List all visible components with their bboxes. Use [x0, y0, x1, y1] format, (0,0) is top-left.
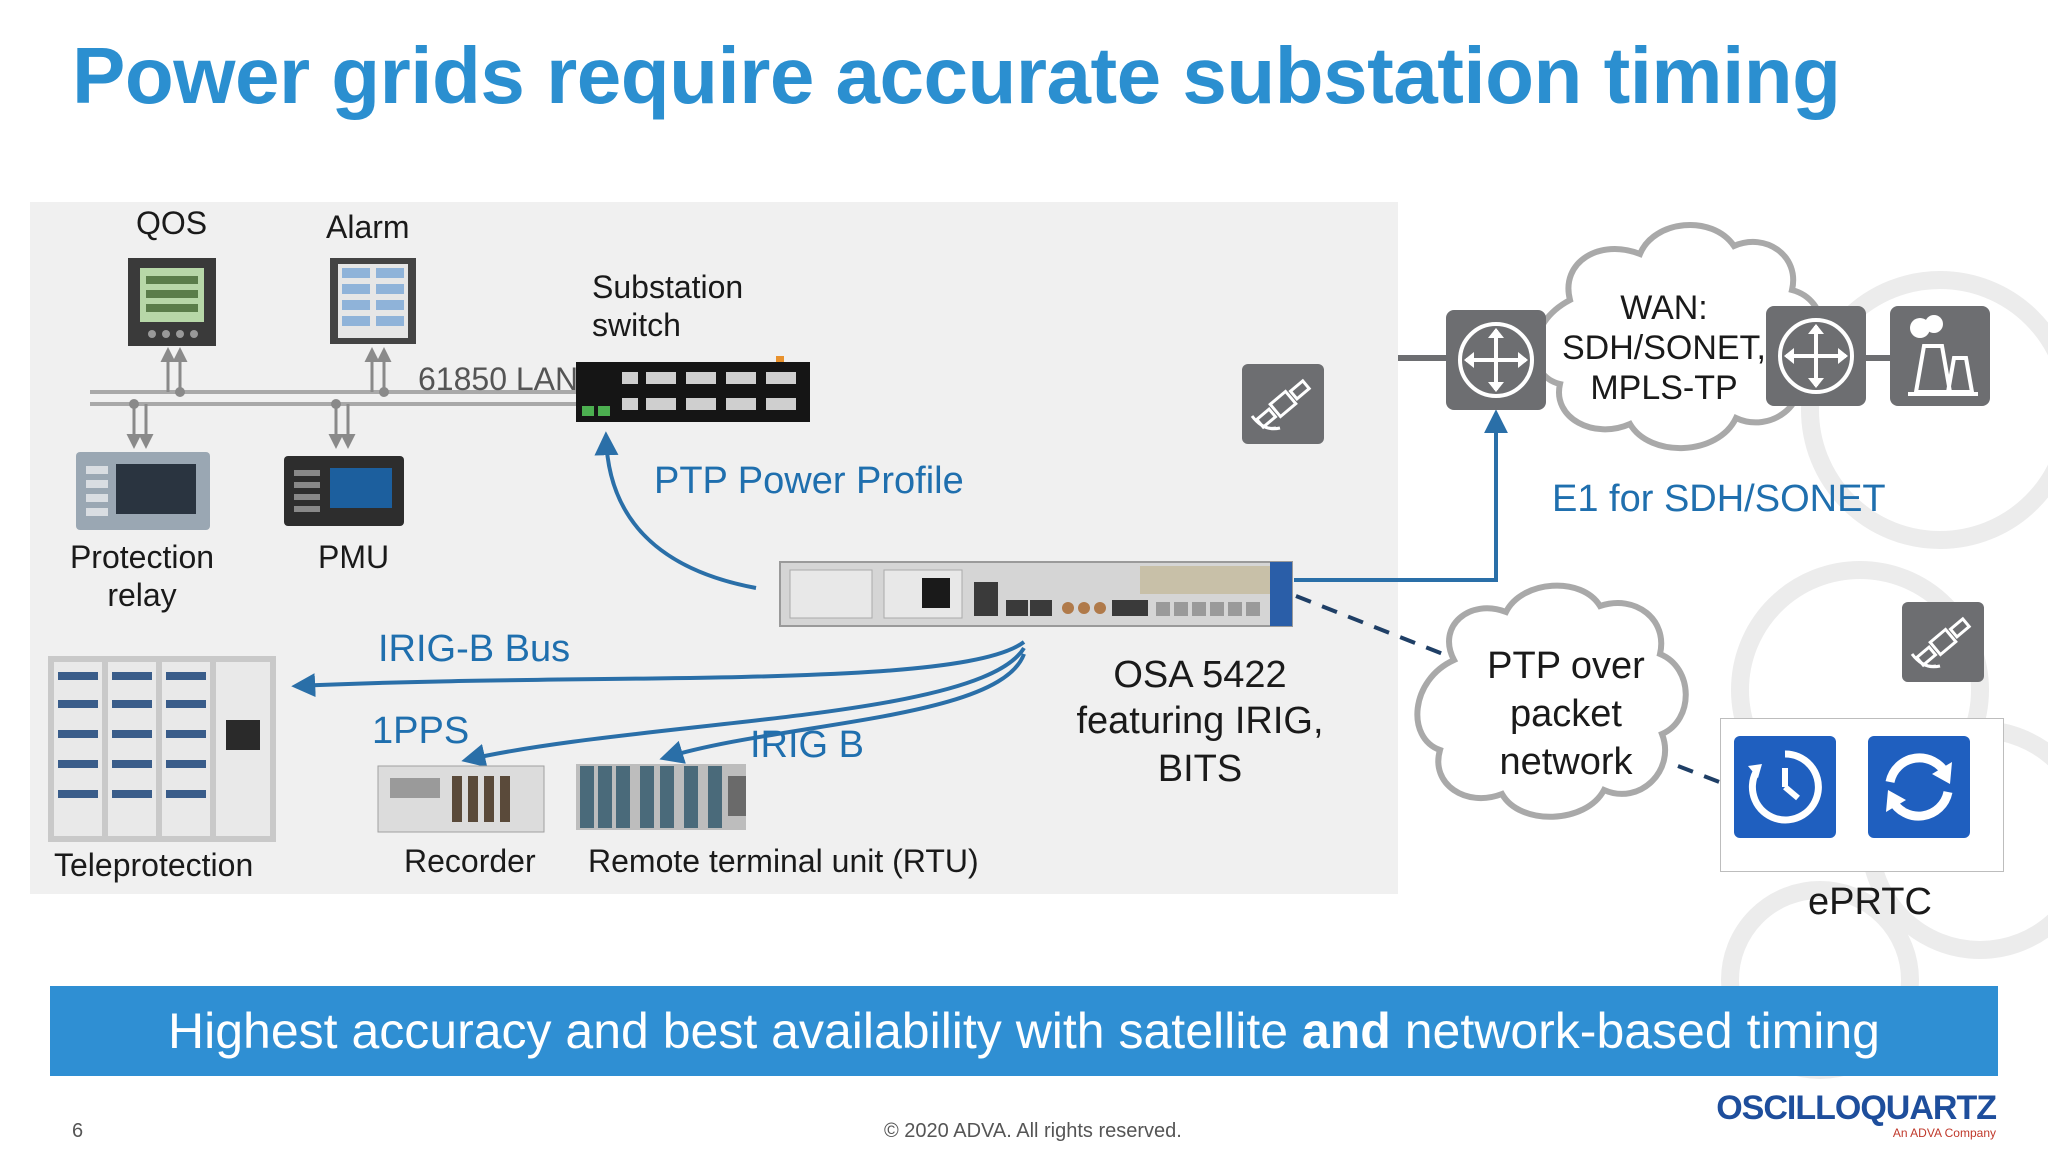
ptp-cloud-label-1: PTP over: [1487, 645, 1645, 687]
ptp-arrow: [594, 431, 757, 590]
banner-bold: and: [1301, 1003, 1391, 1059]
alarm-device: [330, 258, 416, 344]
irig-b-bus-label: IRIG-B Bus: [378, 628, 571, 670]
substation-switch-label-1: Substation: [592, 269, 744, 305]
pmu-device: [284, 456, 404, 526]
page-title: Power grids require accurate substation …: [72, 31, 1841, 120]
irig-b-label: IRIG B: [750, 724, 865, 766]
lan-label: 61850 LAN: [418, 361, 579, 397]
protection-relay-device: [76, 452, 210, 530]
clock-icon: [1734, 736, 1836, 838]
satellite-icon: [1902, 602, 1984, 682]
banner-text-2: network-based timing: [1390, 1003, 1880, 1059]
router-icon: [1766, 306, 1866, 406]
wan-label-2: SDH/SONET,: [1561, 329, 1767, 367]
eprtc-label: ePRTC: [1808, 881, 1932, 923]
satellite-icon: [1242, 364, 1324, 444]
substation-switch-label-2: switch: [592, 307, 681, 343]
pps-arrow: [461, 646, 1026, 768]
alarm-label: Alarm: [326, 209, 410, 245]
sync-icon: [1868, 736, 1970, 838]
ptp-cloud-label-2: packet: [1510, 693, 1622, 735]
ptp-dashed-link: [1295, 594, 1449, 658]
osa-5422-device: [779, 561, 1293, 627]
recorder-label: Recorder: [404, 843, 536, 879]
eprtc-dashed-link: [1677, 764, 1741, 792]
wan-label-1: WAN:: [1620, 289, 1708, 327]
router-icon: [1446, 310, 1546, 410]
qos-device: [128, 258, 216, 346]
e1-label: E1 for SDH/SONET: [1552, 478, 1886, 520]
osa-label-3: BITS: [1157, 748, 1243, 790]
pmu-label: PMU: [318, 539, 390, 575]
teleprotection-device: [48, 656, 276, 842]
recorder-device: [377, 765, 545, 833]
copyright: © 2020 ADVA. All rights reserved.: [884, 1120, 1182, 1142]
power-plant-icon: [1890, 306, 1990, 406]
logo-text: OSCILLOQUARTZ: [1716, 1089, 1997, 1127]
rtu-device: [576, 764, 746, 830]
pps-label: 1PPS: [372, 710, 470, 752]
ptp-power-profile-label: PTP Power Profile: [654, 460, 964, 502]
irig-b-arrow: [659, 653, 1026, 764]
osa-label-1: OSA 5422: [1113, 654, 1287, 696]
oscilloquartz-logo: OSCILLOQUARTZ An ADVA Company: [1716, 1089, 1997, 1140]
qos-label: QOS: [136, 205, 208, 241]
substation-switch-device: [576, 356, 810, 422]
rtu-label: Remote terminal unit (RTU): [588, 843, 979, 879]
teleprotection-label: Teleprotection: [54, 847, 254, 883]
protection-relay-label-2: relay: [107, 577, 177, 613]
logo-subtext: An ADVA Company: [1892, 1126, 1996, 1140]
summary-banner: Highest accuracy and best availability w…: [50, 986, 1998, 1076]
e1-arrow: [1294, 409, 1508, 582]
page-number: 6: [72, 1120, 84, 1142]
banner-text-1: Highest accuracy and best availability w…: [168, 1003, 1302, 1059]
irig-bus-arrow: [291, 640, 1026, 698]
protection-relay-label-1: Protection: [69, 539, 215, 575]
ptp-cloud: [1414, 582, 1689, 820]
wan-label-3: MPLS-TP: [1590, 369, 1738, 407]
osa-label-2: featuring IRIG,: [1076, 700, 1324, 742]
ptp-cloud-label-3: network: [1499, 741, 1633, 783]
